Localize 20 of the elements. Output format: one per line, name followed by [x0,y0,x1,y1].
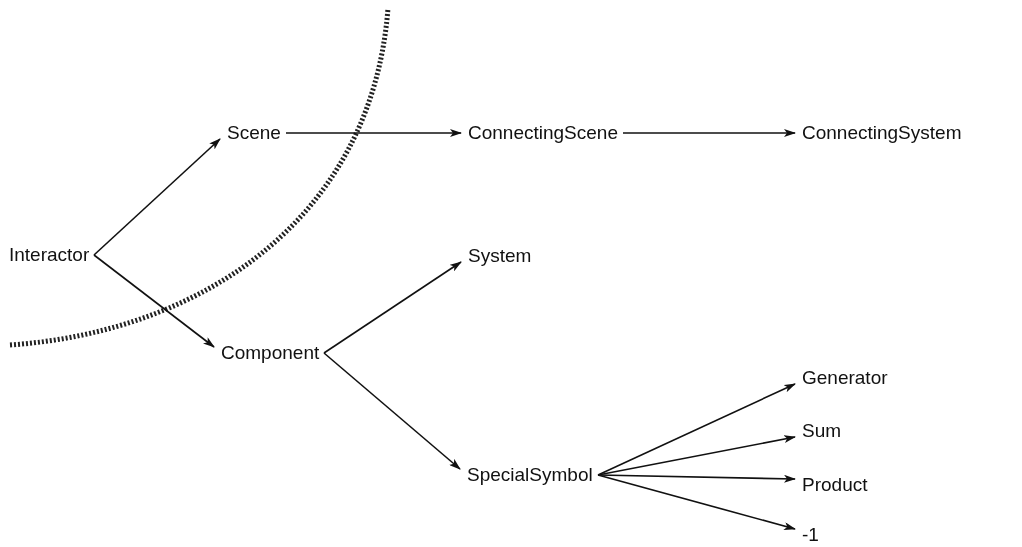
arrow [622,129,796,137]
class-label: SpecialSymbol [466,464,594,486]
arrow [93,254,215,348]
arrow [597,383,796,476]
class-label: Sum [801,420,843,442]
arrow [597,474,796,530]
class-label: ConnectingSystem [801,122,963,144]
class-label: Component [220,342,321,364]
arrow [93,138,221,256]
class-label: Generator [801,367,889,389]
arrow [597,474,796,483]
arrow [285,129,462,137]
class-label: Product [801,474,869,496]
arrow [323,352,461,470]
class-label: Interactor [8,244,91,266]
class-label: ConnectingScene [467,122,619,144]
class-label: System [467,245,533,267]
arrow [323,261,462,354]
class-label: Scene [226,122,282,144]
class-label: -1 [801,524,820,546]
